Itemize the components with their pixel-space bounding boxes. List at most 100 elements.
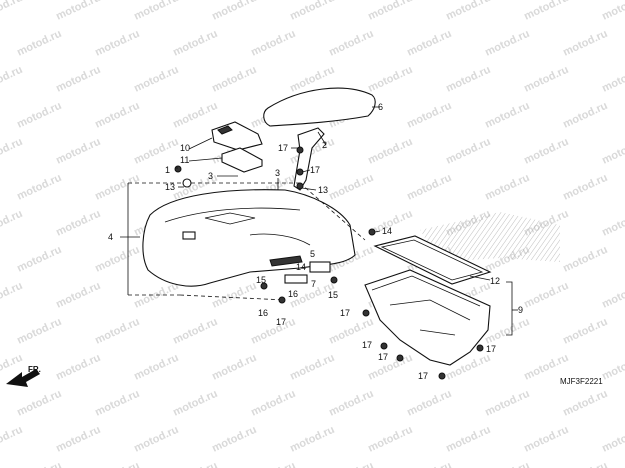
watermark-text: motod.ru bbox=[561, 172, 609, 203]
watermark-text: motod.ru bbox=[54, 208, 102, 239]
watermark-text: motod.ru bbox=[483, 460, 531, 468]
bracket-part-5 bbox=[309, 261, 331, 273]
watermark-text: motod.ru bbox=[0, 208, 24, 239]
callout-15a: 15 bbox=[256, 275, 266, 285]
watermark-text: motod.ru bbox=[327, 28, 375, 59]
watermark-text: motod.ru bbox=[0, 136, 24, 167]
watermark-text: motod.ru bbox=[600, 136, 625, 167]
hatched-shadow bbox=[420, 212, 560, 262]
watermark-text: motod.ru bbox=[522, 0, 570, 23]
watermark-text: motod.ru bbox=[15, 244, 63, 275]
watermark-text: motod.ru bbox=[600, 0, 625, 23]
watermark-text: motod.ru bbox=[15, 100, 63, 131]
watermark-text: motod.ru bbox=[600, 352, 625, 383]
watermark-text: motod.ru bbox=[132, 352, 180, 383]
watermark-text: motod.ru bbox=[93, 316, 141, 347]
callout-labels: 10 11 1 3 3 13 4 6 17 2 17 13 14 5 7 14 … bbox=[108, 102, 523, 381]
seat-cover-part bbox=[263, 87, 376, 127]
watermark-text: motod.ru bbox=[171, 100, 219, 131]
watermark-text: motod.ru bbox=[522, 424, 570, 455]
stay-part bbox=[293, 127, 325, 191]
watermark-text: motod.ru bbox=[93, 244, 141, 275]
watermark-text: motod.ru bbox=[405, 388, 453, 419]
watermark-text: motod.ru bbox=[483, 172, 531, 203]
watermark-text: motod.ru bbox=[249, 388, 297, 419]
watermark-text: motod.ru bbox=[249, 316, 297, 347]
watermark-text: motod.ru bbox=[366, 424, 414, 455]
watermark-text: motod.ru bbox=[171, 388, 219, 419]
watermark-text: motod.ru bbox=[483, 388, 531, 419]
watermark-text: motod.ru bbox=[405, 100, 453, 131]
watermark-text: motod.ru bbox=[249, 28, 297, 59]
callout-16a: 16 bbox=[258, 308, 268, 318]
watermark-text: motod.ru bbox=[483, 316, 531, 347]
watermark-text: motod.ru bbox=[561, 316, 609, 347]
callout-7: 7 bbox=[311, 279, 316, 289]
watermark-text: motod.ru bbox=[600, 280, 625, 311]
lid-gasket-part bbox=[373, 235, 492, 285]
leader-lines bbox=[120, 131, 518, 336]
watermark-text: motod.ru bbox=[444, 0, 492, 23]
watermark-text: motod.ru bbox=[15, 388, 63, 419]
watermark-text: motod.ru bbox=[132, 64, 180, 95]
watermark-text: motod.ru bbox=[366, 136, 414, 167]
watermark-text: motod.ru bbox=[54, 352, 102, 383]
watermark-text: motod.ru bbox=[444, 136, 492, 167]
watermark-text: motod.ru bbox=[15, 172, 63, 203]
watermark-text: motod.ru bbox=[288, 0, 336, 23]
watermark-text: motod.ru bbox=[54, 64, 102, 95]
watermark-text: motod.ru bbox=[0, 0, 24, 23]
callout-15b: 16 bbox=[288, 289, 298, 299]
watermark-text: motod.ru bbox=[15, 316, 63, 347]
grille-gasket-part bbox=[221, 147, 263, 173]
watermark-text: motod.ru bbox=[483, 100, 531, 131]
watermark-text: motod.ru bbox=[210, 64, 258, 95]
watermark-text: motod.ru bbox=[210, 280, 258, 311]
watermark-text: motod.ru bbox=[327, 460, 375, 468]
watermark-text: motod.ru bbox=[93, 172, 141, 203]
watermark-text: motod.ru bbox=[600, 424, 625, 455]
watermark-text: motod.ru bbox=[327, 172, 375, 203]
watermark-text: motod.ru bbox=[561, 388, 609, 419]
diagram-code: MJF3F2221 bbox=[560, 377, 603, 386]
callout-14b: 15 bbox=[328, 290, 338, 300]
watermark-text: motod.ru bbox=[210, 352, 258, 383]
storage-box-part bbox=[364, 269, 491, 366]
watermark-text: motod.ru bbox=[171, 316, 219, 347]
watermark-text: motod.ru bbox=[405, 172, 453, 203]
watermark-text: motod.ru bbox=[132, 424, 180, 455]
watermark-text: motod.ru bbox=[288, 424, 336, 455]
watermark-text: motod.ru bbox=[444, 424, 492, 455]
front-direction-label: FR. bbox=[28, 365, 41, 374]
watermark-text: motod.ru bbox=[444, 64, 492, 95]
watermark-text: motod.ru bbox=[210, 424, 258, 455]
fastener-set bbox=[174, 146, 484, 380]
watermark-text: motod.ru bbox=[132, 0, 180, 23]
callout-4: 4 bbox=[108, 232, 113, 242]
assembly-boundary bbox=[127, 182, 300, 296]
callout-14a: 14 bbox=[296, 262, 306, 272]
watermark-text: motod.ru bbox=[561, 460, 609, 468]
watermark-text: motod.ru bbox=[171, 28, 219, 59]
callout-3a: 3 bbox=[208, 171, 213, 181]
callout-17g: 17 bbox=[486, 344, 496, 354]
watermark-text: motod.ru bbox=[366, 64, 414, 95]
watermark-text: motod.ru bbox=[600, 208, 625, 239]
watermark-text: motod.ru bbox=[54, 280, 102, 311]
callout-17b: 17 bbox=[310, 165, 320, 175]
callout-10: 9 bbox=[518, 305, 523, 315]
watermark-text: motod.ru bbox=[93, 460, 141, 468]
watermark-text: motod.ru bbox=[171, 460, 219, 468]
callout-2: 2 bbox=[322, 140, 327, 150]
watermark-text: motod.ru bbox=[522, 64, 570, 95]
watermark-text: motod.ru bbox=[132, 136, 180, 167]
bracket-part-7 bbox=[284, 274, 308, 284]
watermark-text: motod.ru bbox=[483, 28, 531, 59]
callout-16b: 17 bbox=[276, 317, 286, 327]
callout-13a: 13 bbox=[318, 185, 328, 195]
watermark-text: motod.ru bbox=[327, 388, 375, 419]
front-direction-arrow: FR. bbox=[6, 365, 41, 387]
watermark-text: motod.ru bbox=[522, 280, 570, 311]
callout-6: 6 bbox=[378, 102, 383, 112]
